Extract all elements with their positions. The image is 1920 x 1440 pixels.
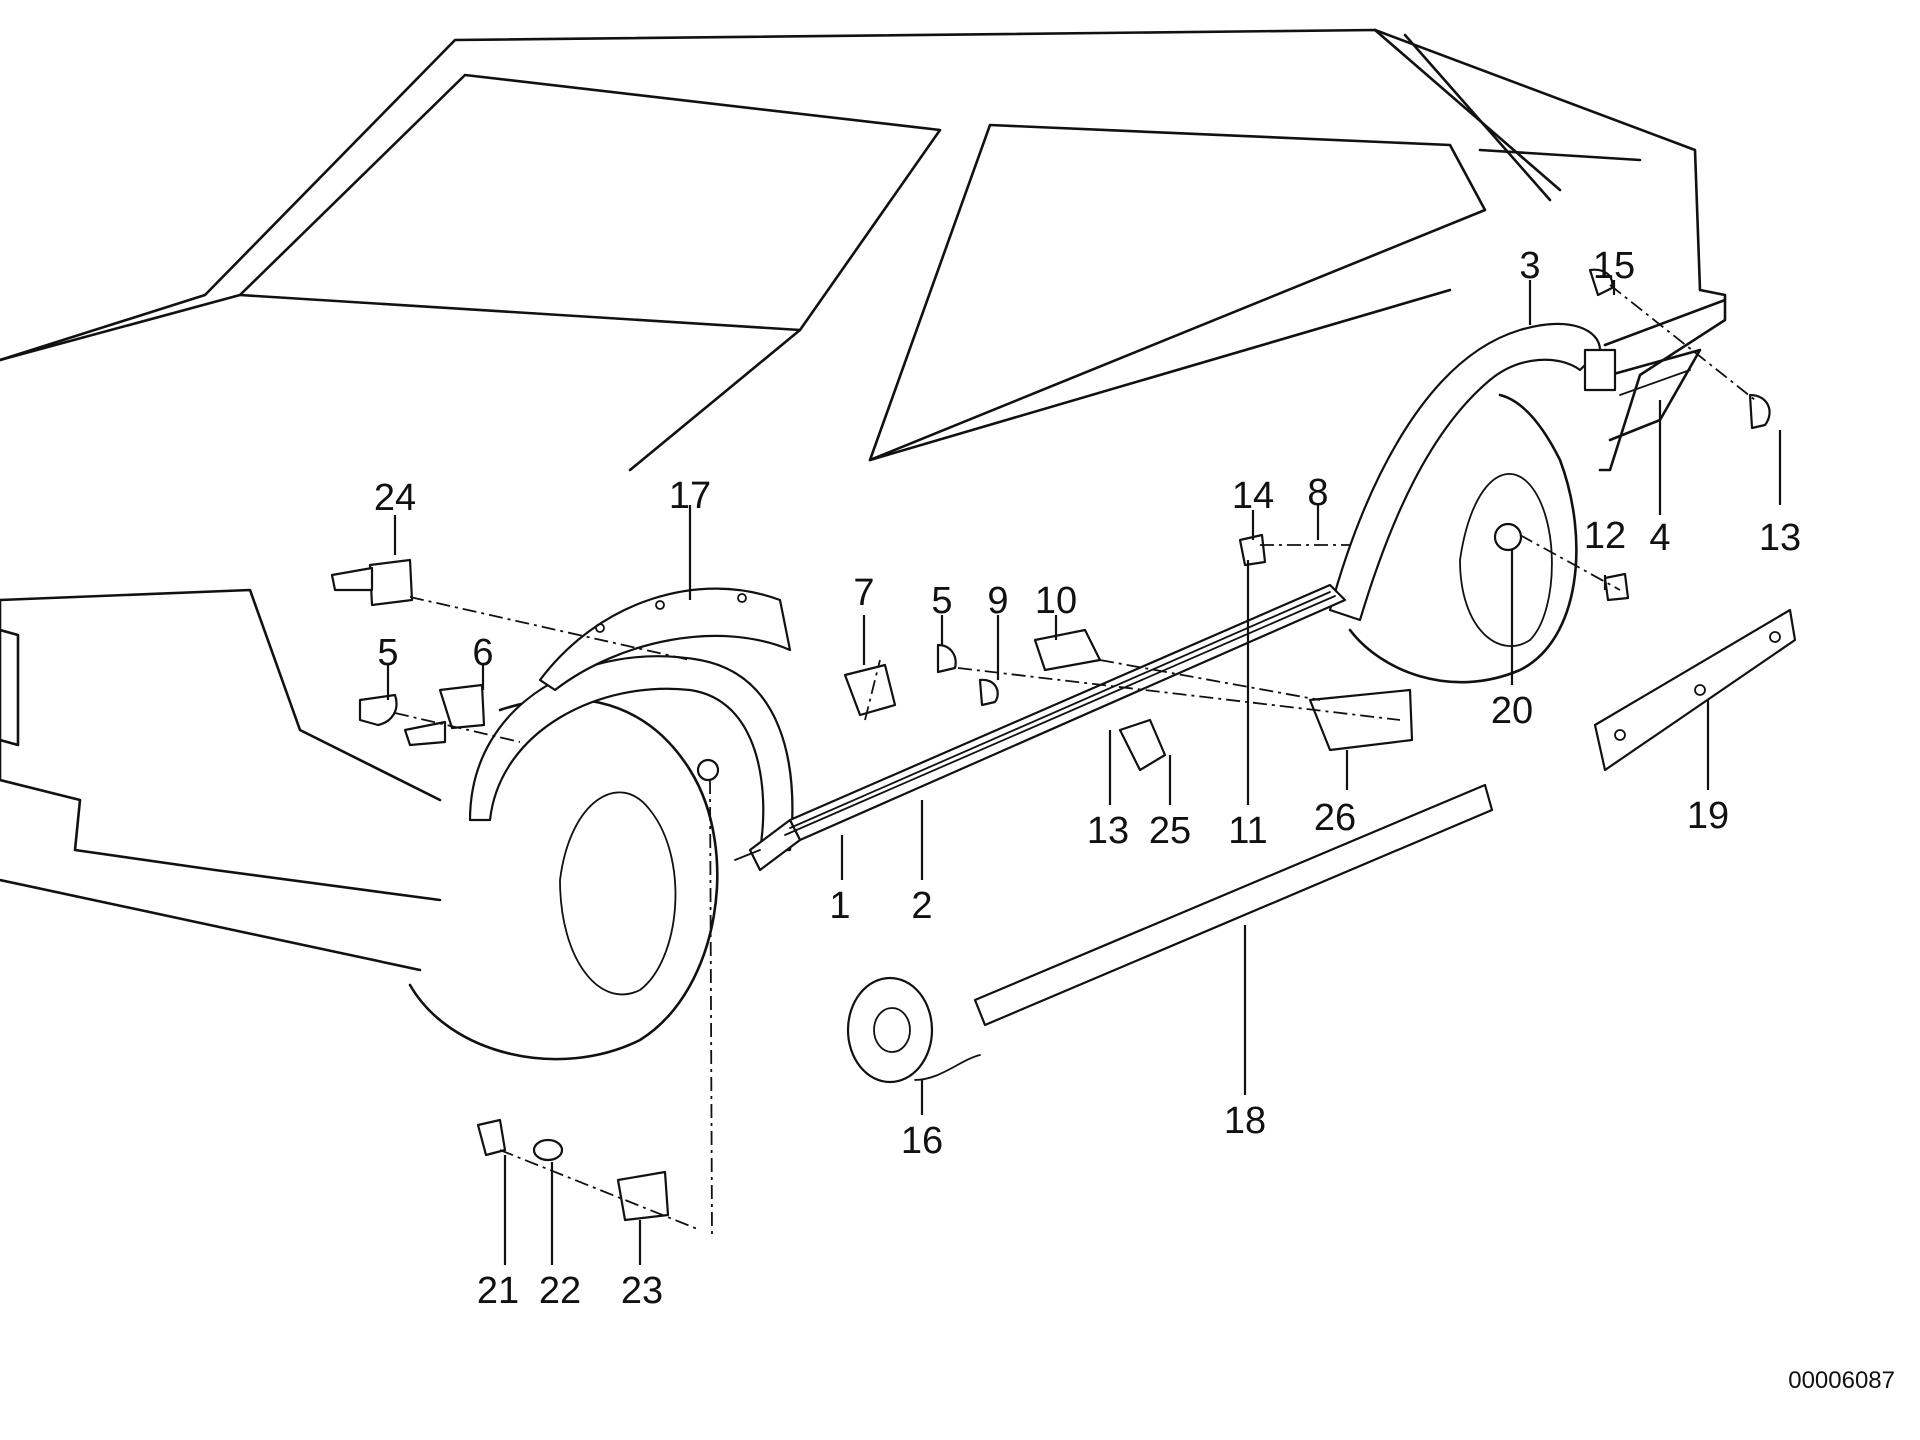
callout-22: 22 — [539, 1270, 581, 1312]
callout-14: 14 — [1232, 475, 1274, 517]
trim-strips — [973, 608, 1797, 1027]
callout-5-sill: 5 — [931, 580, 952, 622]
callout-18: 18 — [1224, 1100, 1266, 1142]
callout-12: 12 — [1584, 515, 1626, 557]
diagram-reference-number: 00006087 — [1788, 1367, 1895, 1394]
callout-10: 10 — [1035, 580, 1077, 622]
callout-7: 7 — [853, 572, 874, 614]
callout-2: 2 — [911, 885, 932, 927]
callout-1: 1 — [829, 885, 850, 927]
callout-13-rear: 13 — [1759, 517, 1801, 559]
callout-25: 25 — [1149, 810, 1191, 852]
callout-labels: 24 17 5 6 7 5 9 10 14 8 3 15 4 12 13 20 … — [374, 245, 1801, 1312]
callout-9: 9 — [987, 580, 1008, 622]
callout-6: 6 — [472, 632, 493, 674]
callout-26: 26 — [1314, 797, 1356, 839]
callout-16: 16 — [901, 1120, 943, 1162]
car-body-outline — [0, 28, 1727, 1061]
front-wheel-arch-trim — [468, 587, 794, 852]
callout-19: 19 — [1687, 795, 1729, 837]
callout-17: 17 — [669, 475, 711, 517]
rear-wheel-arch-trim — [1328, 322, 1617, 622]
callout-20: 20 — [1491, 690, 1533, 732]
callout-4: 4 — [1649, 517, 1670, 559]
callout-5-front: 5 — [377, 632, 398, 674]
leader-lines — [386, 280, 1782, 1265]
callout-15: 15 — [1593, 245, 1635, 287]
side-sill-moulding — [734, 583, 1347, 872]
callout-24: 24 — [374, 477, 416, 519]
fastener-parts — [330, 268, 1771, 1222]
callout-3: 3 — [1519, 245, 1540, 287]
callout-21: 21 — [477, 1270, 519, 1312]
adhesive-tape-roll — [846, 976, 981, 1084]
callout-11: 11 — [1228, 810, 1267, 852]
callout-13-sill: 13 — [1087, 810, 1129, 852]
callout-8: 8 — [1307, 472, 1328, 514]
callout-23: 23 — [621, 1270, 663, 1312]
assembly-lines — [394, 284, 1756, 1236]
